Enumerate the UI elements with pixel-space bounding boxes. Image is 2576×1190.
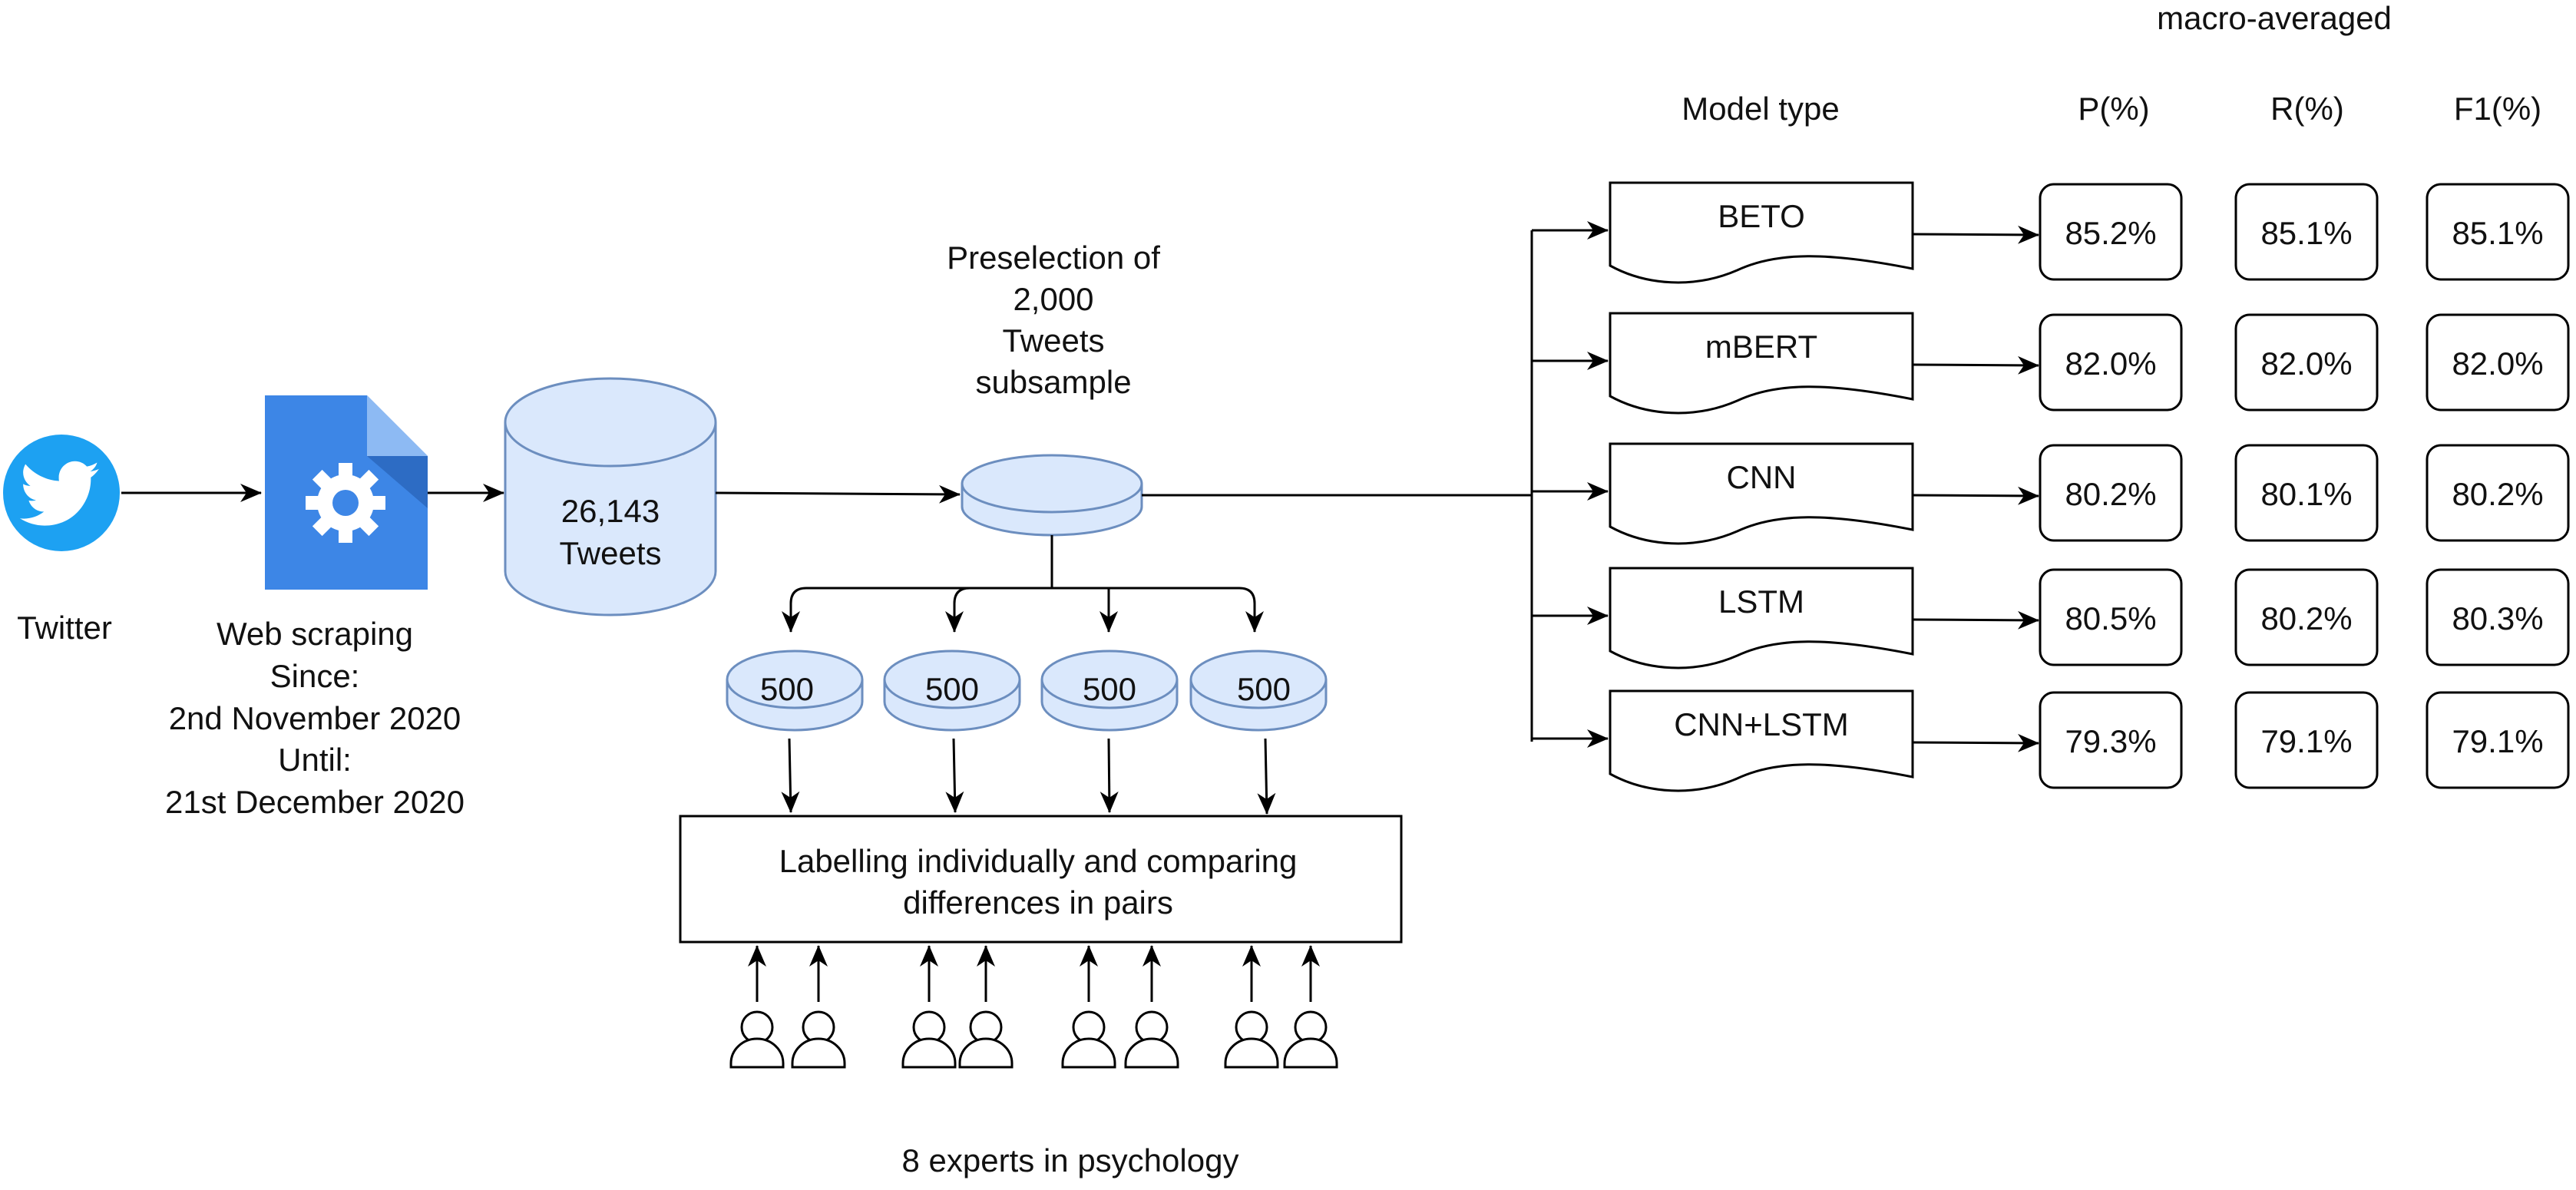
metric-box (2426, 691, 2570, 789)
metric-f1-value: 82.0% (2452, 345, 2543, 382)
person-icon (791, 1010, 846, 1069)
model-output-arrow (1912, 225, 2039, 244)
subset-size-1: 500 (760, 671, 814, 707)
metric-r-value: 85.1% (2260, 215, 2352, 251)
metric-box (2039, 691, 2183, 789)
person-icon (1061, 1010, 1116, 1069)
model-name: mBERT (1705, 329, 1817, 365)
scraping-line-5: 21st December 2020 (165, 784, 465, 820)
model-row: BETO 85.2% 85.1% 85.1% (1532, 181, 2570, 284)
model-row: CNN 80.2% 80.1% 80.2% (1532, 442, 2570, 545)
recall-header: R(%) (2270, 91, 2344, 127)
person-icon (1224, 1010, 1279, 1069)
model-name: LSTM (1718, 583, 1804, 620)
model-document-shape (1609, 312, 1914, 415)
scraping-caption: Web scraping Since: 2nd November 2020 Un… (165, 616, 465, 820)
model-name: BETO (1718, 198, 1805, 234)
model-row: mBERT 82.0% 82.0% 82.0% (1532, 312, 2570, 415)
twitter-icon (3, 435, 120, 551)
subset-disk-3: 500 (1040, 650, 1179, 732)
labelling-line-1: Labelling individually and comparing (779, 843, 1298, 879)
metric-box (2039, 183, 2183, 281)
corpus-count: 26,143 (561, 493, 660, 529)
model-row: CNN+LSTM 79.3% 79.1% 79.1% (1532, 689, 2570, 792)
gear-document-icon (265, 395, 428, 590)
metric-f1-value: 85.1% (2452, 215, 2543, 251)
metric-box (2234, 313, 2379, 412)
metric-p-value: 79.3% (2065, 723, 2156, 759)
subset-to-labelling-arrows (781, 738, 1276, 815)
scraping-line-3: 2nd November 2020 (169, 700, 461, 736)
model-document-shape (1609, 689, 1914, 792)
preselection-line-3: Tweets (1002, 322, 1104, 359)
scraping-line-4: Until: (278, 742, 352, 778)
subset-size-3: 500 (1083, 671, 1136, 707)
models-table: BETO 85.2% 85.1% 85.1% mBERT 82.0% 82.0% 82.0% C… (1532, 181, 2570, 792)
person-icon (901, 1010, 957, 1069)
person-icon (729, 1010, 785, 1069)
subset-disk-1: 500 (726, 650, 864, 732)
corpus-unit: Tweets (559, 535, 661, 571)
person-icon (1124, 1010, 1179, 1069)
metric-r-value: 79.1% (2260, 723, 2352, 759)
metric-p-value: 85.2% (2065, 215, 2156, 251)
metric-box (2234, 183, 2379, 281)
subset-disk-2: 500 (883, 650, 1021, 732)
labelling-line-2: differences in pairs (903, 884, 1173, 921)
model-name: CNN (1727, 459, 1797, 495)
metric-box (2426, 444, 2570, 542)
metric-r-value: 80.2% (2260, 600, 2352, 636)
metric-box (2426, 313, 2570, 412)
person-icon (1283, 1010, 1338, 1069)
split-connectors (782, 535, 1264, 633)
metric-f1-value: 80.3% (2452, 600, 2543, 636)
model-row: LSTM 80.5% 80.2% 80.3% (1532, 567, 2570, 669)
metric-box (2234, 444, 2379, 542)
preselection-line-1: Preselection of (947, 240, 1160, 276)
metric-box (2234, 568, 2379, 666)
metric-p-value: 80.5% (2065, 600, 2156, 636)
model-document-shape (1609, 181, 1914, 284)
labelling-box: Labelling individually and comparing dif… (679, 815, 1403, 944)
metric-box (2426, 568, 2570, 666)
preselection-line-2: 2,000 (1013, 281, 1093, 317)
scraping-line-2: Since: (270, 658, 360, 694)
preselection-line-4: subsample (975, 364, 1131, 400)
metric-p-value: 80.2% (2065, 476, 2156, 512)
metric-box (2039, 313, 2183, 412)
macro-averaged-label: macro-averaged (2157, 0, 2392, 36)
metric-f1-value: 80.2% (2452, 476, 2543, 512)
precision-header: P(%) (2078, 91, 2149, 127)
f1-header: F1(%) (2454, 91, 2541, 127)
subset-disk-4: 500 (1189, 650, 1328, 732)
experts-group (729, 945, 1338, 1069)
metric-box (2039, 444, 2183, 542)
subset-size-4: 500 (1237, 671, 1291, 707)
experts-label: 8 experts in psychology (902, 1142, 1239, 1178)
model-document-shape (1609, 567, 1914, 669)
model-name: CNN+LSTM (1674, 706, 1849, 742)
metric-f1-value: 79.1% (2452, 723, 2543, 759)
person-icon (958, 1010, 1014, 1069)
model-document-shape (1609, 442, 1914, 545)
scraping-line-1: Web scraping (217, 616, 413, 652)
metric-p-value: 82.0% (2065, 345, 2156, 382)
metric-r-value: 82.0% (2260, 345, 2352, 382)
preselection-caption: Preselection of 2,000 Tweets subsample (947, 240, 1160, 400)
model-output-arrow (1912, 733, 2039, 752)
model-type-header: Model type (1682, 91, 1839, 127)
corpus-database: 26,143 Tweets (504, 377, 717, 616)
metric-box (2039, 568, 2183, 666)
metric-box (2234, 691, 2379, 789)
metric-r-value: 80.1% (2260, 476, 2352, 512)
preselection-disk (961, 454, 1143, 537)
subset-size-2: 500 (925, 671, 979, 707)
arrow-corpus-to-preselection (715, 484, 961, 504)
twitter-label: Twitter (17, 610, 112, 646)
model-output-arrow (1912, 486, 2039, 505)
metric-box (2426, 183, 2570, 281)
